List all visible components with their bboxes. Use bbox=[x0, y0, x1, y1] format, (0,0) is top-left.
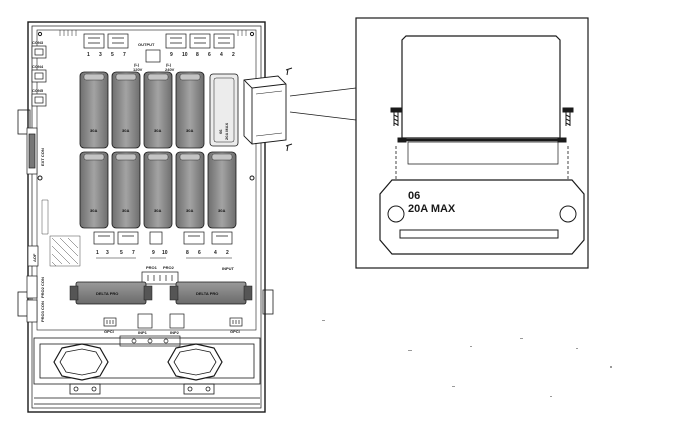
highlight-breaker-number: 06 bbox=[218, 129, 223, 134]
output-center-left-1: (L) bbox=[134, 62, 140, 67]
left-port-group bbox=[26, 45, 47, 323]
output-number: 10 bbox=[182, 52, 188, 58]
input-title: INPUT bbox=[222, 266, 235, 271]
hatched-wiring-area bbox=[41, 199, 81, 267]
side-label-pro3-con: PRO3 CON bbox=[40, 301, 45, 322]
detail-screws bbox=[390, 107, 574, 126]
breaker-rating: 30A bbox=[186, 208, 193, 213]
breaker-rating: 30A bbox=[218, 208, 225, 213]
output-center-right-1: (L) bbox=[166, 62, 172, 67]
bottom-label: GPCI bbox=[104, 329, 114, 334]
output-number: 2 bbox=[232, 52, 235, 58]
breaker: 30A bbox=[143, 71, 173, 149]
breaker-rating: 30A bbox=[154, 208, 161, 213]
side-label-ext-con: EXT CON bbox=[40, 148, 45, 166]
input-number: 10 bbox=[162, 250, 168, 256]
breaker: 30A bbox=[175, 151, 205, 229]
breaker-rating: 30A bbox=[122, 208, 129, 213]
input-number: 3 bbox=[106, 250, 109, 256]
input-number: 5 bbox=[120, 250, 123, 256]
input-number: 1 bbox=[96, 250, 99, 256]
output-center-right-2: 240V bbox=[165, 67, 175, 72]
output-number: 1 bbox=[87, 52, 90, 58]
pro2-label: PRO2 bbox=[163, 265, 175, 270]
input-number: 7 bbox=[132, 250, 135, 256]
bottom-label: INP2 bbox=[170, 330, 180, 335]
output-title: OUTPUT bbox=[138, 42, 155, 47]
breaker: 30A bbox=[111, 151, 141, 229]
highlight-breaker-rating: 20A MAX bbox=[224, 122, 229, 140]
output-vent-slots bbox=[59, 30, 247, 36]
input-number: 4 bbox=[214, 250, 217, 256]
input-number: 9 bbox=[152, 250, 155, 256]
delta-pro-module-right: DELTA PRO bbox=[169, 281, 253, 305]
output-number: 8 bbox=[196, 52, 199, 58]
detail-mounting-plate bbox=[379, 179, 585, 255]
pro1-label: PRO1 bbox=[146, 265, 158, 270]
side-label-pro2-con: PRO2 CON bbox=[40, 277, 45, 298]
input-terminals bbox=[93, 231, 233, 285]
zoom-callout-lines bbox=[289, 87, 357, 121]
breaker: 30A bbox=[207, 151, 237, 229]
input-number: 2 bbox=[226, 250, 229, 256]
breaker-rating: 30A bbox=[186, 128, 193, 133]
breaker: 30A bbox=[175, 71, 205, 149]
output-number: 3 bbox=[99, 52, 102, 58]
detail-rating: 20A MAX bbox=[408, 203, 456, 215]
output-terminals bbox=[83, 33, 235, 63]
detail-circuit-number: 06 bbox=[408, 190, 420, 202]
bottom-connectors bbox=[103, 313, 243, 347]
output-number: 6 bbox=[208, 52, 211, 58]
scan-specks bbox=[322, 320, 612, 397]
bottom-label: GPCI bbox=[230, 329, 240, 334]
bottom-breaker-row: 30A 30A 30A 30A 30A bbox=[79, 151, 237, 229]
left-port-label: CON4 bbox=[32, 64, 44, 69]
module-label: DELTA PRO bbox=[196, 291, 218, 296]
breaker-rating: 30A bbox=[122, 128, 129, 133]
bottom-housing bbox=[33, 337, 261, 405]
output-number-row: 1 3 5 7 9 10 8 6 4 2 bbox=[87, 52, 235, 58]
panel-enclosure bbox=[17, 21, 274, 413]
output-number: 7 bbox=[123, 52, 126, 58]
installing-breaker bbox=[243, 67, 293, 152]
output-number: 9 bbox=[170, 52, 173, 58]
breaker-rating: 30A bbox=[90, 208, 97, 213]
highlight-breaker: 06 20A MAX bbox=[209, 73, 239, 147]
breaker: 30A bbox=[143, 151, 173, 229]
left-port-label: CON3 bbox=[32, 40, 44, 45]
breaker-rating: 30A bbox=[154, 128, 161, 133]
input-number: 6 bbox=[198, 250, 201, 256]
output-number: 5 bbox=[111, 52, 114, 58]
module-label: DELTA PRO bbox=[96, 291, 118, 296]
breaker-rating: 30A bbox=[90, 128, 97, 133]
breaker: 30A bbox=[79, 151, 109, 229]
top-breaker-row: 30A 30A 30A 30A bbox=[79, 71, 205, 149]
output-number: 4 bbox=[220, 52, 223, 58]
detail-breaker-top bbox=[397, 35, 567, 165]
output-center-left-2: 120V bbox=[133, 67, 143, 72]
side-label-aof: AOF bbox=[32, 253, 37, 262]
breaker: 30A bbox=[111, 71, 141, 149]
input-number-row: 1 3 5 7 9 10 8 6 4 2 bbox=[96, 250, 229, 256]
breaker: 30A bbox=[79, 71, 109, 149]
bottom-label: INP1 bbox=[138, 330, 148, 335]
left-port-label: CON5 bbox=[32, 88, 44, 93]
delta-pro-module-left: DELTA PRO bbox=[69, 281, 153, 305]
input-number: 8 bbox=[186, 250, 189, 256]
